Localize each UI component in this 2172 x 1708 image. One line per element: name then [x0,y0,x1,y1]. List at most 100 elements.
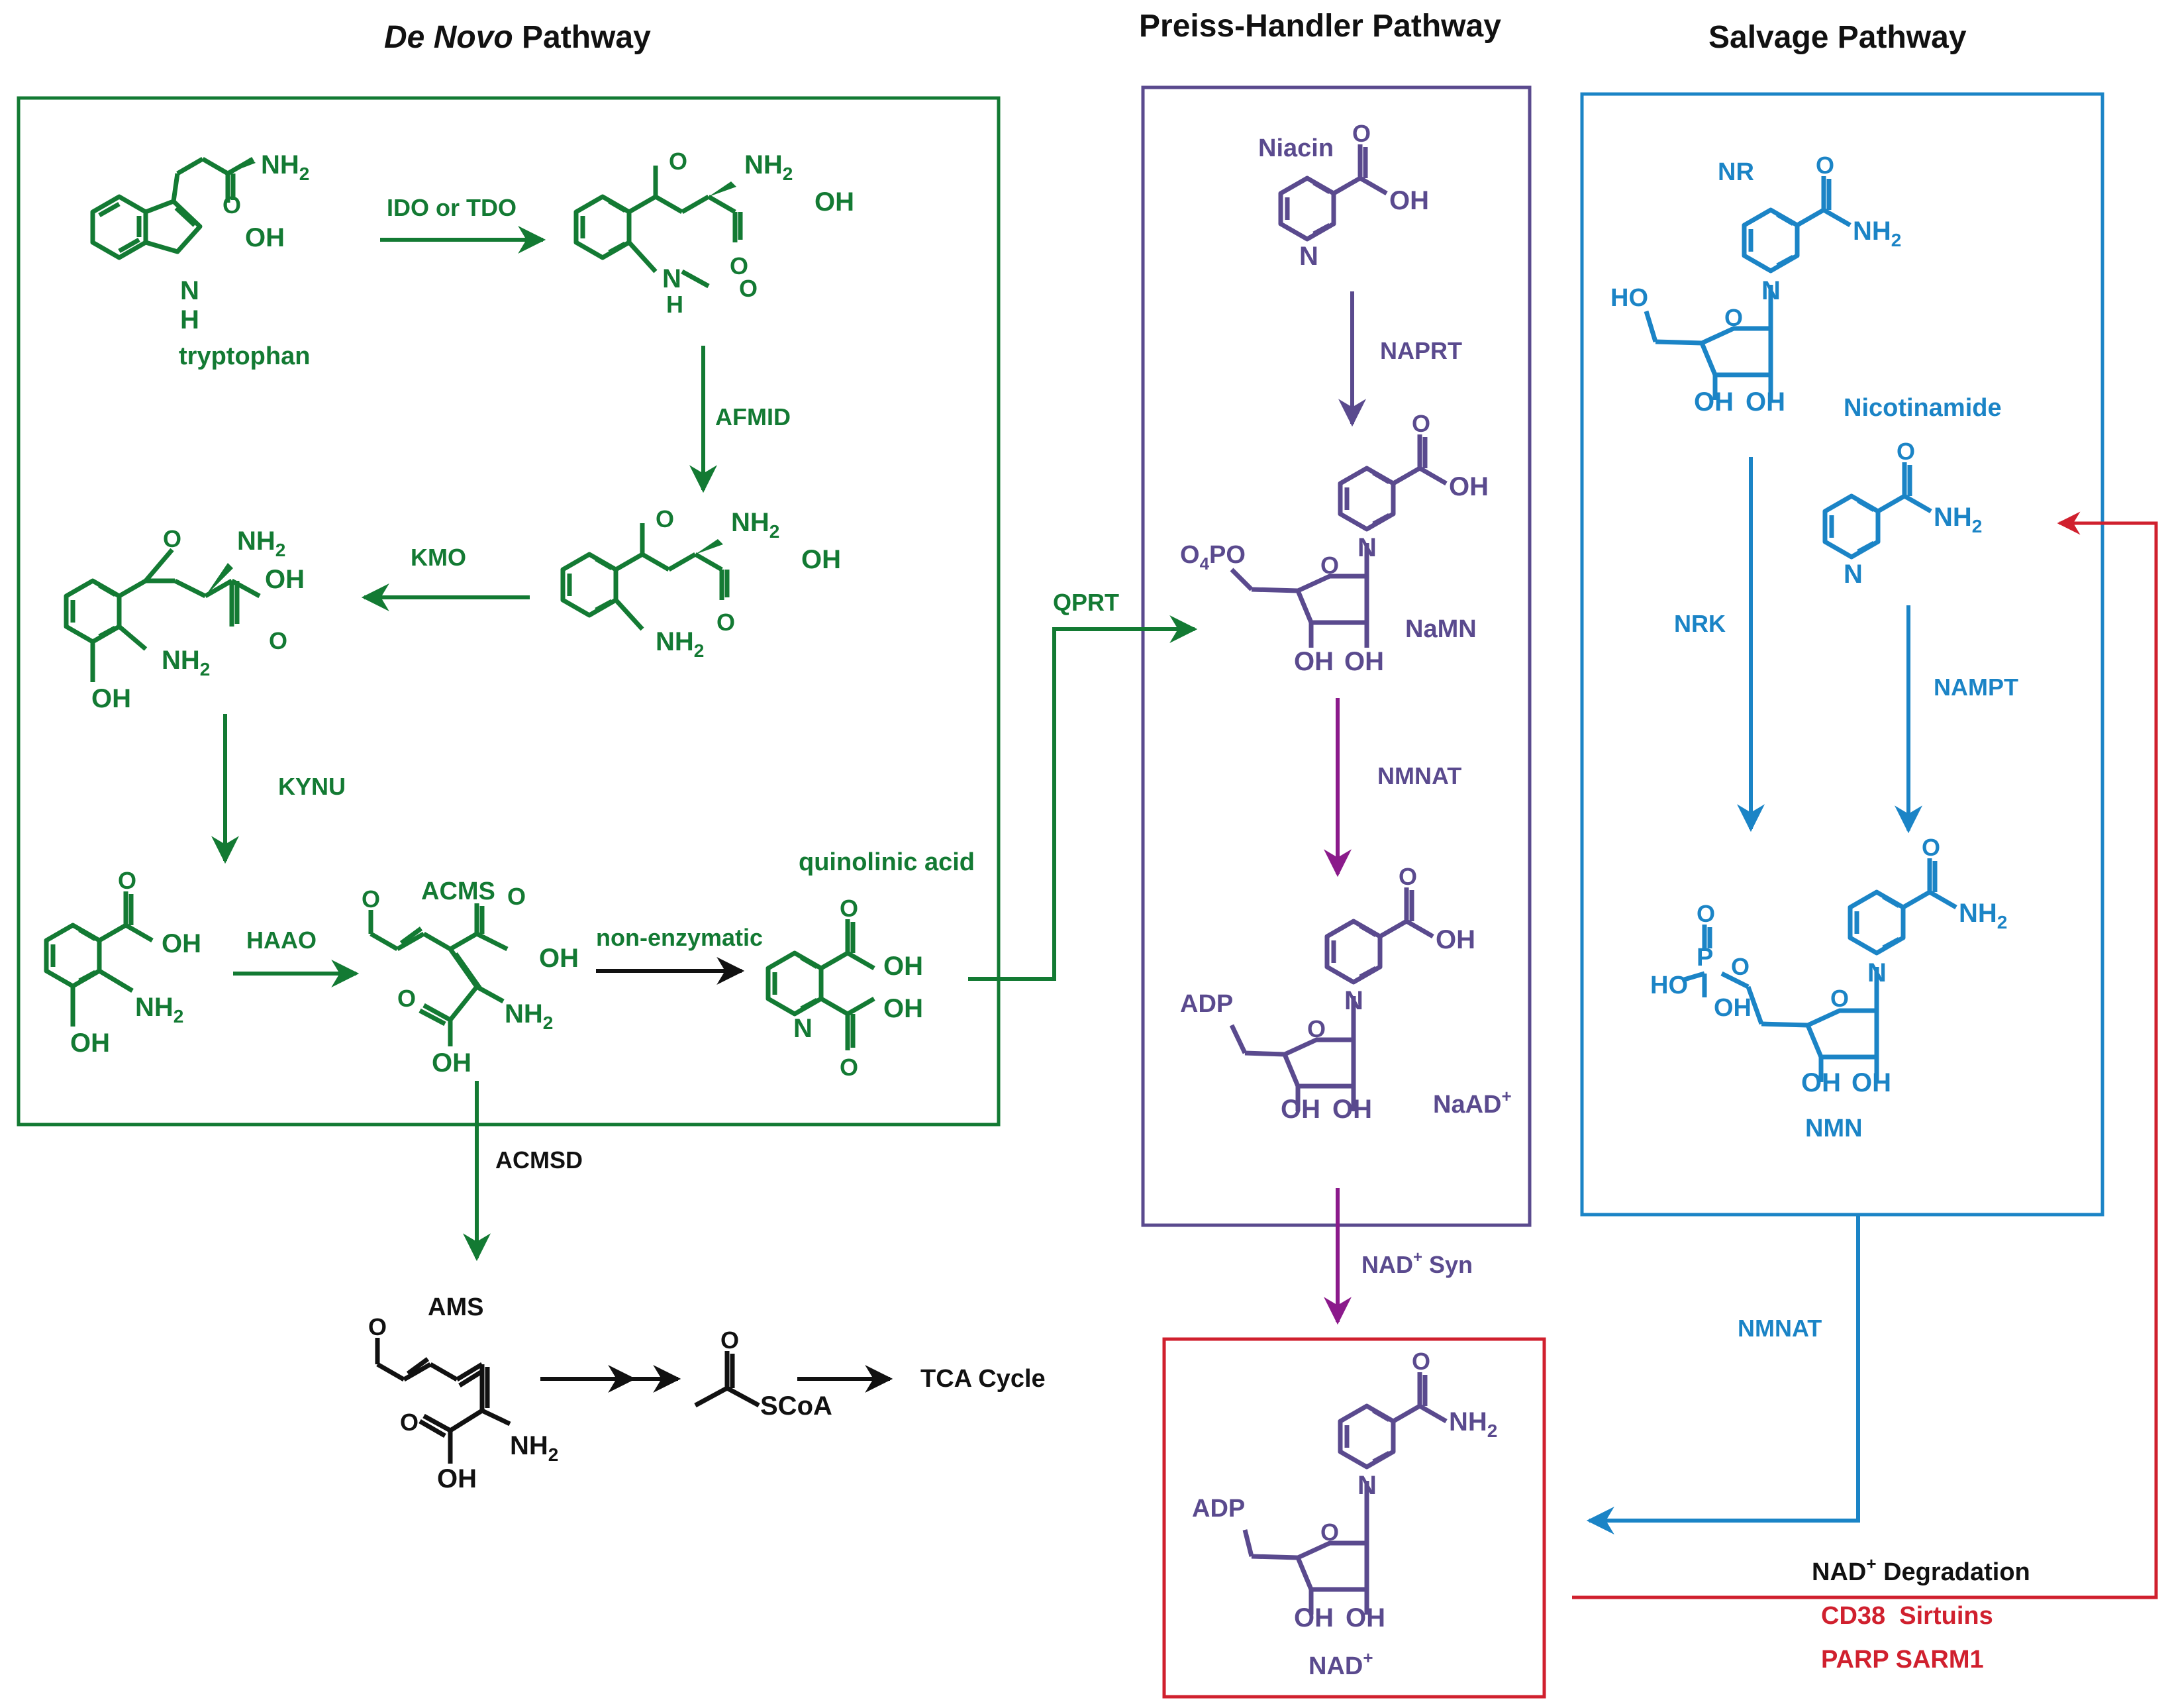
salvage-box [1580,92,2104,1217]
nad-oh-left: OH [1294,1603,1334,1633]
nad-n: N [1358,1471,1377,1500]
nad-ring-o: O [1320,1519,1339,1546]
arrow-nad-degradation [1572,511,2158,1599]
naad-structure [1229,887,1434,1111]
kyn-nh2-ring: NH2 [656,627,704,661]
hydroxykynurenine-wedge [205,563,233,596]
hk-o1: O [163,525,181,552]
nad-oh-right: OH [1346,1603,1385,1633]
enzyme-naprt: NAPRT [1380,337,1462,364]
namn-structure [1230,434,1448,648]
nad-o1: O [1412,1348,1430,1375]
ams-label: AMS [428,1293,483,1321]
acms-oh2: OH [432,1048,471,1078]
namn-oh: OH [1449,472,1489,501]
tryptophan-wedge [228,158,256,174]
nmn-p-o-top: O [1697,900,1715,927]
ams-structure [375,1338,511,1464]
nr-nh2: NH2 [1853,217,1901,250]
naad-n: N [1344,986,1363,1015]
enzyme-haao: HAAO [246,927,317,954]
qa-oh1: OH [883,952,923,981]
qa-n: N [793,1014,813,1043]
nr-label: NR [1718,158,1754,186]
nmn-p-o-bridge: O [1731,953,1750,980]
enzyme-ido-tdo: IDO or TDO [387,194,517,221]
nad-box [1162,1337,1546,1699]
enzyme-qprt: QPRT [1053,589,1119,616]
ams-nh2: NH2 [510,1431,558,1465]
hk-o2: O [269,627,287,654]
acms-o3: O [397,985,416,1012]
nmn-n: N [1867,958,1887,987]
namn-oh-right: OH [1344,647,1384,676]
hk-oh-ring: OH [91,684,131,713]
formylkyn-o3: O [739,275,758,302]
formylkyn-h: H [666,291,683,318]
arrow-qprt [968,615,1198,981]
enzyme-kynu: KYNU [278,773,346,800]
kynurenine-wedge [695,539,723,554]
namn-n: N [1358,533,1377,562]
hk-nh2-ring: NH2 [162,646,210,679]
enzyme-afmid: AFMID [715,403,791,430]
hydroxykynurenine-structure [64,548,261,682]
naad-oh: OH [1436,925,1475,954]
tryptophan-oh: OH [245,223,285,252]
nmn-structure [1681,858,1957,1082]
nr-structure [1644,176,1851,400]
qa-oh2: OH [883,994,923,1023]
kynurenine-structure [560,523,730,631]
namn-o4po: O4PO [1180,541,1246,574]
acetyl-o: O [720,1327,739,1354]
nr-n: N [1761,276,1781,305]
naad-oh-left: OH [1281,1095,1320,1124]
preiss-handler-box [1141,85,1532,1227]
acms-structure [368,903,509,1046]
ams-o1: O [368,1313,387,1340]
nr-ring-o: O [1724,304,1743,331]
acetyl-scoa: SCoA [760,1391,832,1421]
naad-label: NaAD+ [1433,1086,1512,1119]
nr-o: O [1816,152,1834,179]
nr-oh-right: OH [1746,387,1785,417]
nicotinamide-label: Nicotinamide [1844,394,2002,422]
niacin-structure [1278,144,1388,242]
qa-o1: O [840,895,858,922]
naad-o1: O [1399,863,1417,890]
naad-adp: ADP [1180,990,1233,1018]
formylkyn-o2: O [730,252,748,279]
formylkynurenine-wedge [709,181,736,197]
enzyme-nmnat-salvage: NMNAT [1738,1315,1822,1342]
tryptophan-o: O [222,191,241,219]
tryptophan-h: H [180,305,199,334]
tryptophan-nh: N [180,276,199,305]
nmn-oh-right: OH [1851,1068,1891,1097]
niacin-oh: OH [1389,186,1429,215]
namn-ring-o: O [1320,552,1339,579]
nad-nh2: NH2 [1449,1407,1497,1441]
enzyme-nmnat-ph: NMNAT [1377,762,1461,789]
namn-label: NaMN [1405,615,1477,643]
nmn-label: NMN [1805,1115,1863,1142]
quinolinic-acid-structure [765,919,875,1050]
naad-ring-o: O [1307,1015,1326,1042]
haa-o: O [118,867,136,894]
nicotinamide-o: O [1897,438,1915,465]
nad-degradation-heading: NAD+ Degradation [1812,1554,2030,1586]
tryptophan-label: tryptophan [179,342,310,370]
tca-cycle-label: TCA Cycle [920,1365,1046,1393]
formylkyn-oh: OH [814,187,854,217]
quinolinic-acid-label: quinolinic acid [799,848,975,876]
enzyme-nampt: NAMPT [1934,674,2018,701]
nad-structure [1242,1372,1448,1615]
haa-nh2: NH2 [135,993,183,1027]
kyn-nh2: NH2 [731,508,779,542]
enzyme-nad-syn: NAD+ Syn [1361,1248,1473,1278]
qa-o2: O [840,1054,858,1081]
nicotinamide-nh2: NH2 [1934,503,1982,536]
kyn-o2: O [716,609,735,636]
namn-o1: O [1412,410,1430,437]
nmn-p: P [1697,944,1713,972]
